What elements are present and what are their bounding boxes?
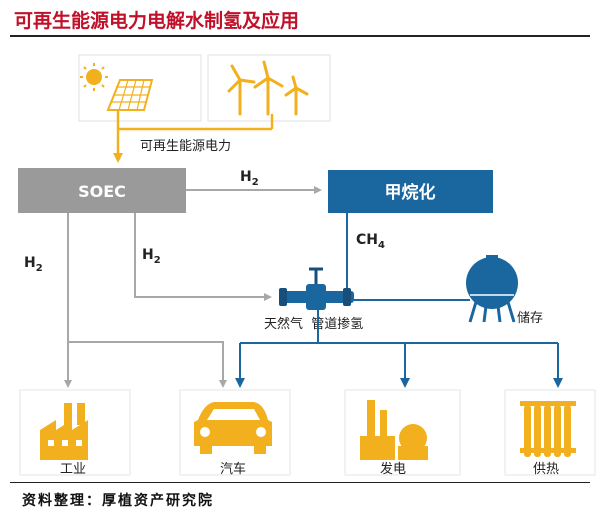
industry-label: 工业 <box>60 462 86 477</box>
methanation-label: 甲烷化 <box>385 182 436 203</box>
soec-to-pipeline-arrow <box>134 213 272 301</box>
radiator-icon <box>520 401 576 457</box>
wind-turbine-icon <box>207 54 331 122</box>
power-label: 发电 <box>380 461 406 477</box>
car-icon <box>194 402 272 454</box>
solar-panel-icon <box>78 54 202 122</box>
storage-label: 储存 <box>517 311 543 326</box>
title-divider <box>10 35 590 37</box>
vehicle-label: 汽车 <box>220 461 246 477</box>
h2-label-top: H2 <box>240 169 259 188</box>
h2-label-mid: H2 <box>142 247 161 266</box>
factory-icon <box>40 403 88 460</box>
pipeline-label: 天然气 管道掺氢 <box>264 316 363 332</box>
soec-label: SOEC <box>78 182 126 201</box>
soec-box <box>18 168 186 213</box>
footer-divider <box>10 482 590 483</box>
pipeline-valve-icon <box>279 267 354 310</box>
power-plant-icon <box>360 400 428 460</box>
renewable-connector <box>113 111 274 163</box>
page-title: 可再生能源电力电解水制氢及应用 <box>14 10 300 32</box>
heating-label: 供热 <box>533 462 559 477</box>
ch4-label: CH4 <box>356 232 385 251</box>
methanation-box <box>328 170 493 213</box>
source-note: 资料整理：厚植资产研究院 <box>22 493 214 509</box>
renewable-power-label: 可再生能源电力 <box>140 139 231 154</box>
storage-tank-icon <box>354 255 518 323</box>
h2-label-left: H2 <box>24 255 43 274</box>
soec-to-vehicle-arrow <box>68 341 227 388</box>
